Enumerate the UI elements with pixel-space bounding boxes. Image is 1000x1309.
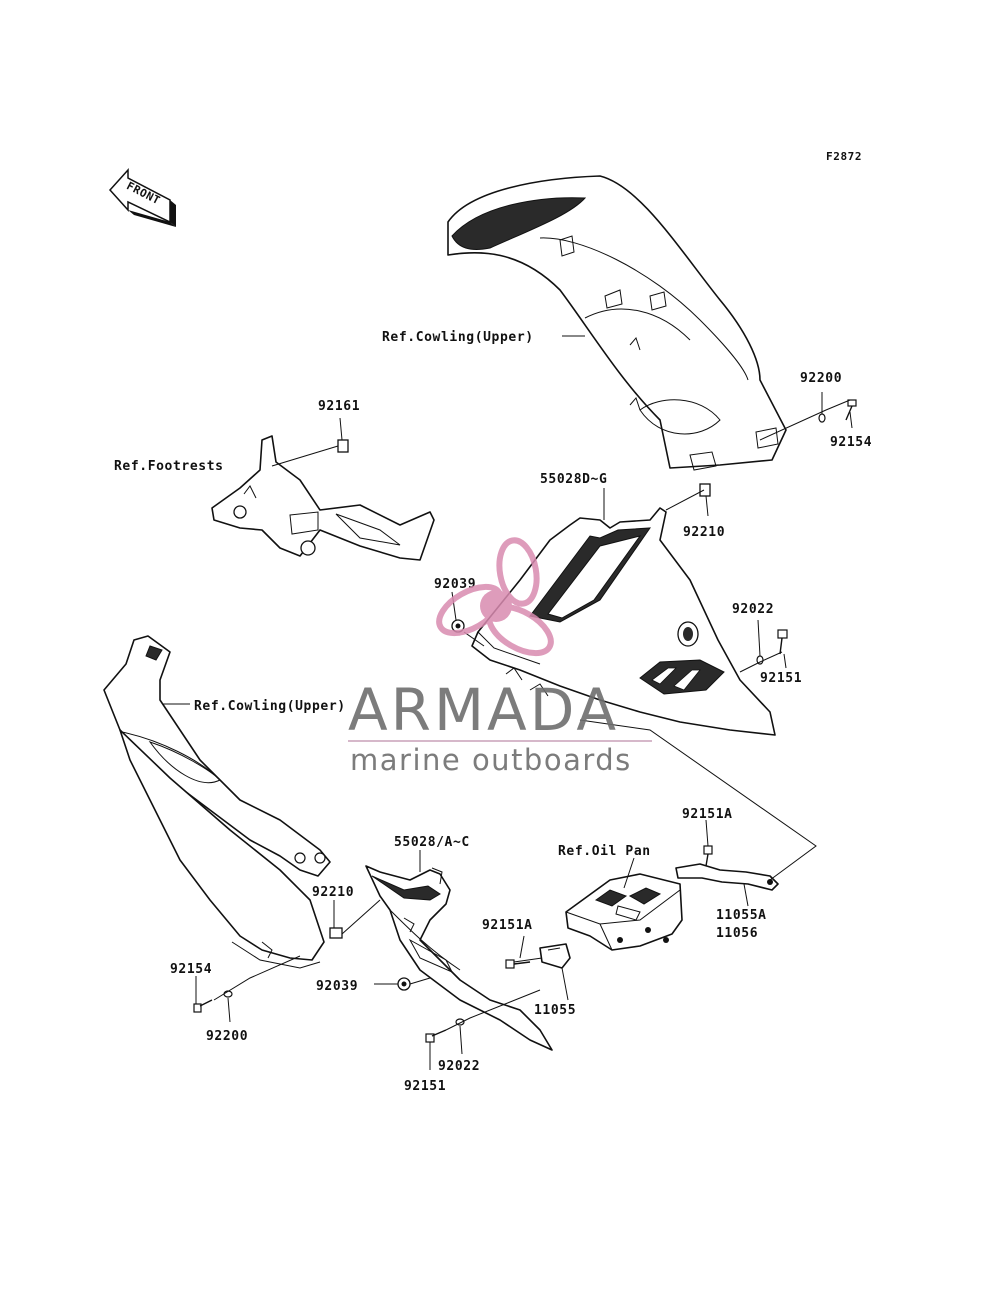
bracket-11055-part xyxy=(539,943,571,969)
label-92154-left: 92154 xyxy=(170,962,212,977)
label-92154-top: 92154 xyxy=(830,435,872,450)
label-ref-footrests: Ref.Footrests xyxy=(114,459,224,474)
left-lower-cowling-part xyxy=(365,865,553,1051)
label-92151a-top: 92151A xyxy=(682,807,733,822)
label-ref-cowling-upper-top: Ref.Cowling(Upper) xyxy=(382,330,534,345)
label-92200-top: 92200 xyxy=(800,371,842,386)
collar-92210-left-part xyxy=(329,927,343,939)
label-92210-top: 92210 xyxy=(683,525,725,540)
label-11055a: 11055A xyxy=(716,908,767,923)
leader-lines xyxy=(162,335,853,1070)
collar-92161-part xyxy=(337,439,349,453)
armada-watermark: ARMADA marine outboards xyxy=(348,537,652,777)
figure-code: F2872 xyxy=(826,150,862,163)
label-92200-left: 92200 xyxy=(206,1029,248,1044)
right-lower-cowling-part xyxy=(471,507,776,736)
label-92022-top: 92022 xyxy=(732,602,774,617)
bolt-92151a-top-part xyxy=(703,845,713,867)
label-ref-oil-pan: Ref.Oil Pan xyxy=(558,844,651,859)
label-55028ac: 55028/A~C xyxy=(394,835,470,850)
bolt-92151a-mid-part xyxy=(505,959,531,969)
bracket-11055a-part xyxy=(675,863,779,891)
label-92151-top: 92151 xyxy=(760,671,802,686)
label-92210-left: 92210 xyxy=(312,885,354,900)
label-92151a-mid: 92151A xyxy=(482,918,533,933)
clip-92039-top-part xyxy=(451,619,465,633)
label-55028dg: 55028D~G xyxy=(540,472,607,487)
label-92161: 92161 xyxy=(318,399,360,414)
footrest-bracket-part xyxy=(211,435,435,561)
label-11055: 11055 xyxy=(534,1003,576,1018)
front-arrow-icon: FRONT xyxy=(108,168,176,227)
oil-pan-part xyxy=(565,873,683,951)
watermark-brand: ARMADA xyxy=(348,676,619,744)
collar-92210-top-part xyxy=(699,483,711,497)
bolt-92154-top-part xyxy=(845,399,857,421)
label-92039-top: 92039 xyxy=(434,577,476,592)
label-92039-bottom: 92039 xyxy=(316,979,358,994)
label-92022-bottom: 92022 xyxy=(438,1059,480,1074)
upper-cowling-top-part xyxy=(447,175,787,471)
bolt-92151-bottom-part xyxy=(425,1029,447,1043)
watermark-tagline: marine outboards xyxy=(350,743,632,777)
label-ref-cowling-upper-left: Ref.Cowling(Upper) xyxy=(194,699,346,714)
label-92151-bottom: 92151 xyxy=(404,1079,446,1094)
bolt-92154-left-part xyxy=(193,999,213,1013)
clip-92039-bottom-part xyxy=(397,977,411,991)
label-11056: 11056 xyxy=(716,926,758,941)
washer-92200-top-part xyxy=(818,413,826,423)
upper-cowling-left-part xyxy=(103,635,331,969)
armada-logo-icon xyxy=(436,537,554,657)
bolt-92151-top-part xyxy=(777,629,788,655)
